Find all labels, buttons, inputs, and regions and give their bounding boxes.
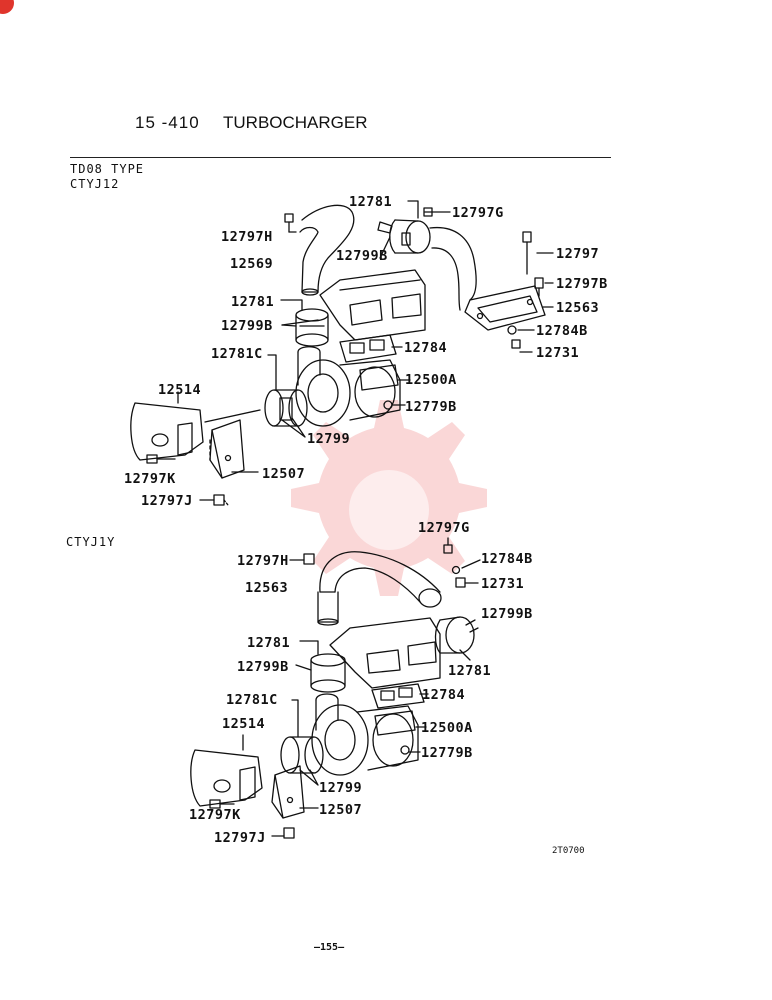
label-12784b-top: 12784B [536,323,588,339]
title-rule [70,157,611,158]
label-12797-top: 12797 [556,246,600,262]
label-12784-top: 12784 [404,340,448,356]
part-12797-bolt-top [522,231,554,275]
label-12799b-mid-top: 12799B [221,318,273,334]
part-12797j-bolt-top [199,494,229,506]
label-12781c-top: 12781C [211,346,263,362]
label-12781-mid-top: 12781 [231,294,275,310]
part-12784-gasket-bottom [371,683,429,709]
label-12799-bottom: 12799 [319,780,363,796]
label-12797j-top: 12797J [141,493,193,509]
part-12514-inlet-bottom [190,734,263,807]
part-exhaust-manifold-bottom [329,617,441,689]
label-12797g-top: 12797G [452,205,504,221]
part-exhaust-manifold-top [319,269,426,341]
part-12781c-hose-bottom [280,699,324,786]
label-12797g-bottom: 12797G [418,520,470,536]
label-12779b-bottom: 12779B [421,745,473,761]
leader-12799b-mid-2 [281,319,319,326]
drawing-code: 2T0700 [552,846,585,856]
label-12781c-bottom: 12781C [226,692,278,708]
label-12731-top: 12731 [536,345,580,361]
model-code-top: CTYJ12 [70,177,120,191]
engine-type-label: TD08 TYPE [70,162,145,176]
label-12797k-top: 12797K [124,471,176,487]
part-12563-pipe-top [429,226,546,331]
label-12731-bottom: 12731 [481,576,525,592]
label-12514-top: 12514 [158,382,202,398]
part-12797b-bolt-top [534,277,554,297]
part-12781c-hose-top [264,354,308,438]
part-12797g-bolt-top [423,207,433,217]
page-title: TURBOCHARGER [223,113,368,132]
label-12799b-bottom-right: 12799B [481,606,533,622]
part-12781-clamp-mid-top [295,308,329,347]
label-12797k-bottom: 12797K [189,807,241,823]
part-12784b-gasket-bottom [451,559,481,575]
part-12781-clamp-top [377,219,431,254]
part-12569-pipe-top [299,204,355,296]
label-12779b-top: 12779B [405,399,457,415]
part-12797j-bolt-bottom [271,827,295,839]
part-12731-plug-bottom [455,577,479,588]
part-12784-gasket-top [339,334,403,363]
model-code-bottom: CTYJ1Y [66,535,116,549]
label-12797b-top: 12797B [556,276,608,292]
label-12507-top: 12507 [262,466,306,482]
part-12514-inlet-top [130,391,261,461]
label-12563-bottom: 12563 [245,580,289,596]
part-12563-pipe-bottom [317,551,442,626]
part-12507-bracket-bottom [271,765,319,819]
label-12784-bottom: 12784 [422,687,466,703]
page-number: —155— [314,942,345,953]
label-12784b-bottom: 12784B [481,551,533,567]
part-12797g-bolt-bottom [443,537,453,554]
part-12781-clamp-mid-bottom [295,640,346,693]
label-12799-top: 12799 [307,431,351,447]
label-12507-bottom: 12507 [319,802,363,818]
label-12781-top: 12781 [349,194,393,210]
leader-12781-top [407,200,419,219]
label-12500a-bottom: 12500A [421,720,473,736]
part-12731-plug-top [511,339,533,353]
part-12797k-bolt-bottom [209,799,235,809]
label-12514-bottom: 12514 [222,716,266,732]
label-12569-top: 12569 [230,256,274,272]
part-12784b-gasket-top [507,325,535,335]
corner-logo-mark [0,0,14,14]
part-12500a-turbocharger-top [295,346,411,427]
label-12797j-bottom: 12797J [214,830,266,846]
label-12797h-top: 12797H [221,229,273,245]
part-12500a-turbocharger-bottom [311,693,427,776]
part-12507-bracket-top [209,419,259,479]
label-12781-bottom-right: 12781 [448,663,492,679]
part-12781-clamp-bottom-right [434,616,479,661]
section-number: 15 -410 [135,113,200,132]
part-12797h-bolt-top [284,213,297,233]
watermark-gear-icon [291,400,487,596]
label-12799b-bottom-mid: 12799B [237,659,289,675]
label-12563-top: 12563 [556,300,600,316]
part-12797h-bolt-bottom [289,553,315,565]
label-12781-bottom-mid: 12781 [247,635,291,651]
label-12799b-top: 12799B [336,248,388,264]
label-12500a-top: 12500A [405,372,457,388]
leader-12799b-top [379,236,391,259]
leader-12781-mid [280,299,303,311]
part-12797k-bolt-top [146,454,176,464]
label-12797h-bottom: 12797H [237,553,289,569]
